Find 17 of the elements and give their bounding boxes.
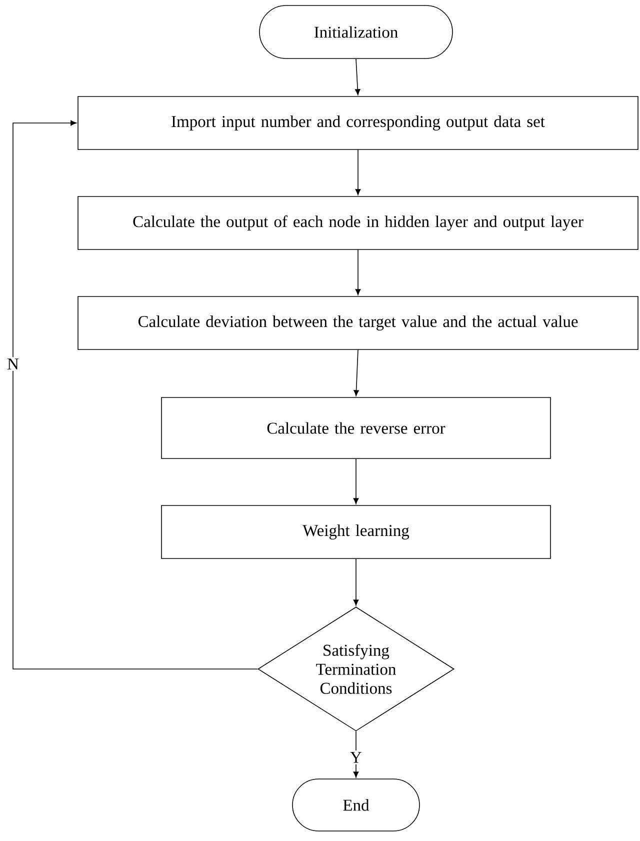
arrow xyxy=(353,458,359,504)
process-box: Calculate deviation between the target value and the actual value xyxy=(78,296,638,350)
terminal-box: End xyxy=(292,778,420,832)
arrow xyxy=(353,558,359,606)
process-box: Weight learning xyxy=(161,505,551,559)
arrow xyxy=(12,120,258,670)
arrow xyxy=(355,150,361,196)
terminal-box: Initialization xyxy=(259,5,453,59)
process-box: Import input number and corresponding output data set xyxy=(78,96,638,150)
arrow xyxy=(355,58,360,96)
arrow xyxy=(355,250,361,296)
process-box: Calculate the output of each node in hidden layer and output layer xyxy=(78,196,638,250)
process-box: Calculate the reverse error xyxy=(161,397,551,459)
edge-label: N xyxy=(8,358,19,370)
edge-label: Y xyxy=(350,752,362,763)
arrow xyxy=(353,731,359,778)
arrow xyxy=(354,350,359,396)
